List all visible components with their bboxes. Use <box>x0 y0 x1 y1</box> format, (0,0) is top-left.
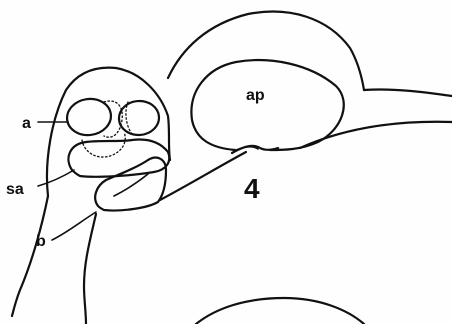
connecting-line-to-ap <box>160 152 246 200</box>
figure-number: 4 <box>244 173 260 204</box>
right-lower-arc <box>300 122 452 148</box>
dotted-right-lobe <box>126 102 132 134</box>
label-sa: sa <box>6 181 24 198</box>
bottom-arc <box>196 298 364 324</box>
stalk-right-line <box>84 214 96 324</box>
outer-dome-outline <box>168 12 364 90</box>
ap-notch-inner <box>236 147 258 150</box>
label-b: b <box>36 233 46 250</box>
b-outline <box>95 158 166 211</box>
ap-outline <box>191 60 343 150</box>
leader-line-sa <box>38 170 74 186</box>
oval-a-right <box>118 100 160 137</box>
stalk-left-line <box>12 196 48 316</box>
right-upper-arc <box>364 89 452 96</box>
leader-line-b <box>52 212 96 240</box>
label-a: a <box>22 115 31 132</box>
label-ap: ap <box>246 87 265 104</box>
oval-a-left <box>65 96 114 138</box>
b-inner-fold <box>114 174 148 196</box>
